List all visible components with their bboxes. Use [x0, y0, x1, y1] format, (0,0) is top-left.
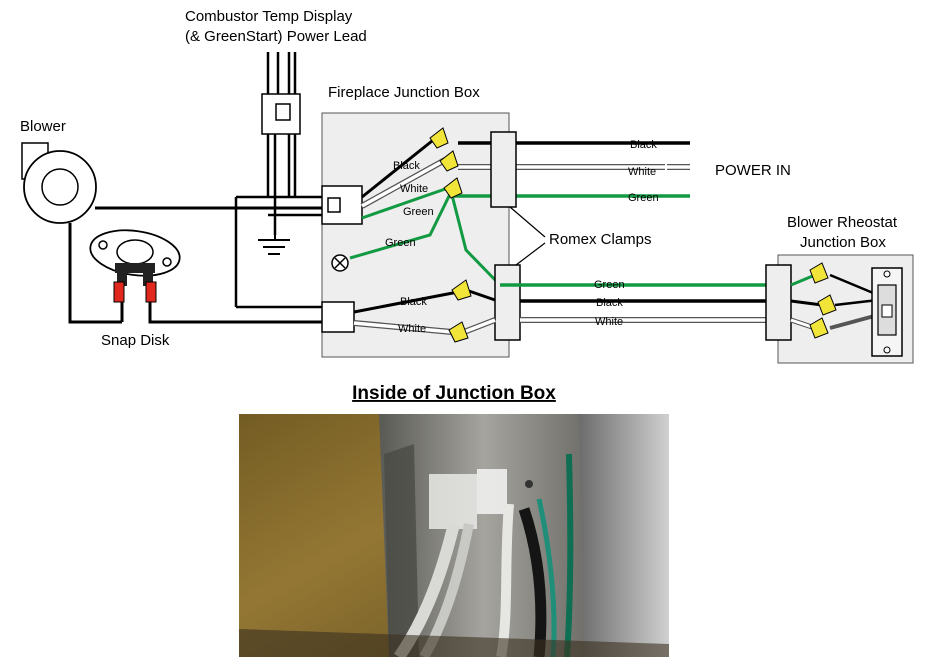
wire-label: White — [628, 166, 656, 178]
blower-icon — [21, 142, 97, 224]
wire-label: Black — [400, 296, 427, 308]
wire-nut-icon — [429, 127, 463, 199]
romex-clamp-lower — [494, 264, 521, 341]
ground-screw-icon — [331, 254, 349, 272]
snap-disk-terminal — [145, 281, 157, 303]
wire-label: Green — [403, 206, 434, 218]
box-connector-bottom — [321, 301, 355, 333]
photo-caption: Inside of Junction Box — [352, 383, 556, 404]
romex-clamps-label: Romex Clamps — [549, 231, 652, 248]
rheostat-label-line1: Blower Rheostat — [787, 214, 898, 231]
wire-label: White — [595, 316, 623, 328]
wire-label: Black — [596, 297, 623, 309]
wire-nut-icon — [448, 279, 472, 343]
fireplace-box-label: Fireplace Junction Box — [328, 84, 480, 101]
wire-label: Black — [630, 139, 657, 151]
rheostat-switch-icon — [871, 267, 903, 357]
blower-label: Blower — [20, 118, 66, 135]
ground-symbol — [258, 234, 290, 255]
combustor-label-line1: Combustor Temp Display — [185, 8, 353, 25]
combustor-label-line2: (& GreenStart) Power Lead — [185, 28, 367, 45]
romex-clamp-upper — [490, 131, 517, 208]
wire-label: White — [398, 323, 426, 335]
rheostat-feed-wires — [500, 283, 800, 323]
wire-label: Green — [594, 279, 625, 291]
snap-disk-icon — [89, 229, 181, 303]
wire-label: Green — [628, 192, 659, 204]
rheostat-label-line2: Junction Box — [800, 234, 886, 251]
snap-disk-label: Snap Disk — [101, 332, 170, 349]
wire-label: Black — [393, 160, 420, 172]
combustor-connector — [261, 93, 301, 135]
internal-wires-top — [349, 135, 502, 287]
rheostat-romex-clamp — [765, 264, 792, 341]
romex-pointer-lines — [509, 206, 546, 266]
combustor-lead-wires — [266, 52, 297, 235]
wire-label: White — [400, 183, 428, 195]
internal-wires-bottom — [353, 288, 497, 335]
junction-box-photo — [239, 414, 669, 657]
box-connector-top — [321, 185, 363, 225]
box-feed-wires — [95, 195, 326, 309]
wire-nut-icon — [809, 262, 837, 339]
wire-label: Green — [385, 237, 416, 249]
snap-disk-terminal — [113, 281, 125, 303]
power-in-label: POWER IN — [715, 162, 791, 179]
rheostat-internal-wires — [790, 273, 879, 331]
